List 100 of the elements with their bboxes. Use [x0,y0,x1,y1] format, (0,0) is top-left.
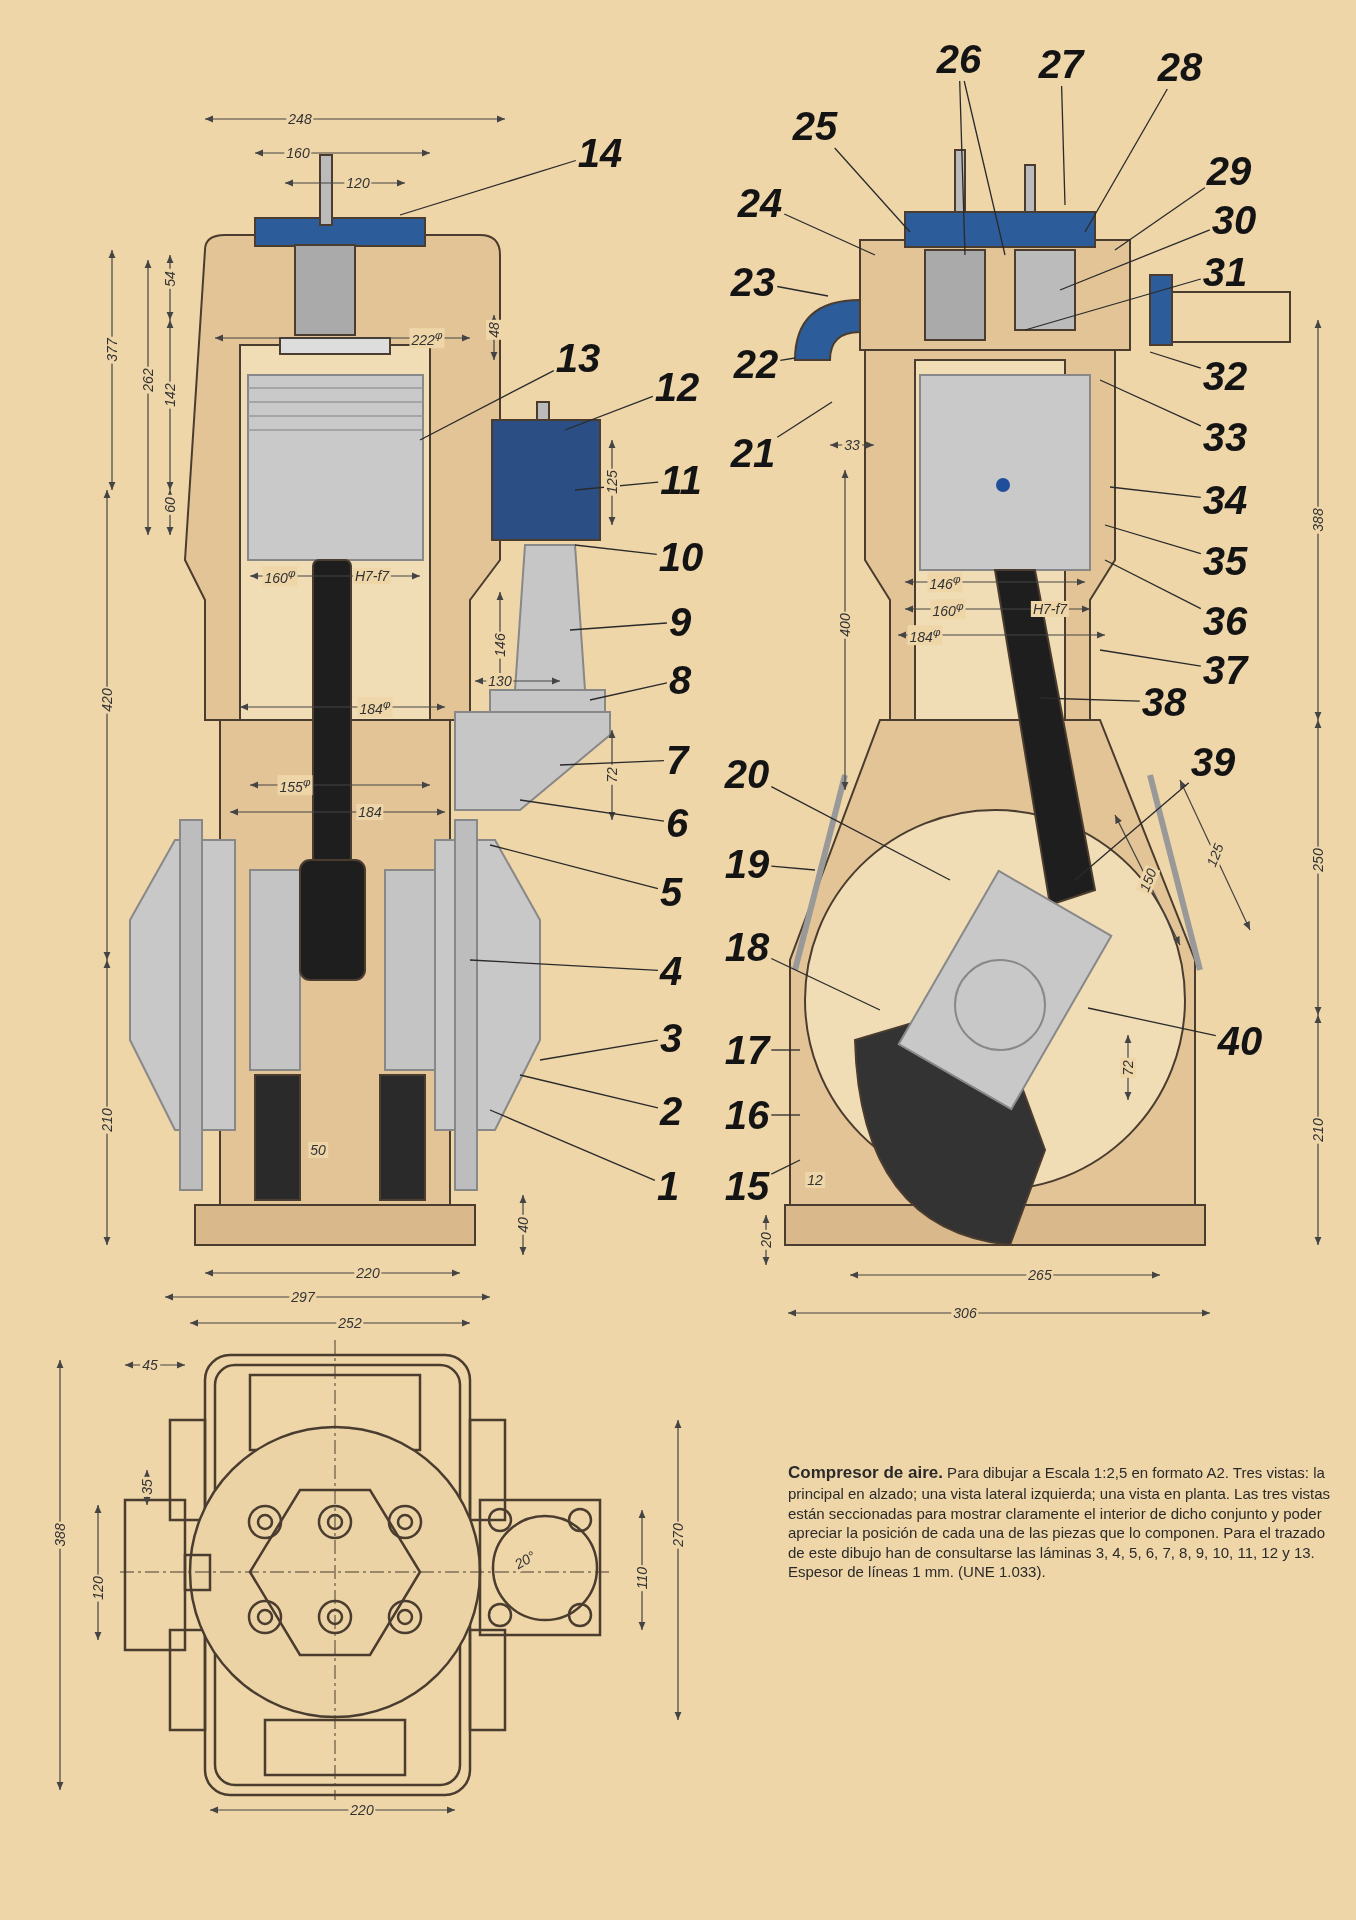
dimension-label: 252 [336,1315,364,1331]
leader-line [770,1114,801,1116]
callout-number: 19 [724,844,770,884]
callout-number: 5 [659,872,683,912]
dimension-label: 184 [356,804,384,820]
callout-number: 13 [555,338,601,378]
dimension-label: 270 [670,1521,686,1549]
callout-number: 3 [659,1018,683,1058]
callout-number: 40 [1217,1021,1263,1061]
leader-line [1109,486,1202,498]
leader-line [1039,697,1141,702]
callout-number: 34 [1202,480,1248,520]
leader-line [963,80,1006,256]
dimension-label: 48 [486,320,502,340]
callout-number: 28 [1157,47,1203,87]
dimension-label: 262 [140,366,156,394]
dimension-label: 250 [1310,846,1326,874]
dimension-label: 184$^{φ}$ [357,697,393,717]
leader-line [770,786,951,881]
leader-line [770,957,881,1011]
callout-number: 6 [665,803,689,843]
callout-number: 8 [668,660,692,700]
dimension-label: 54 [162,269,178,289]
caption-text: Compresor de aire. Para dibujar a Escala 1:2,5 en formato A2. Tres vistas: la principal en alzado; una vista lateral izquierda; una vista en planta. Las tres vistas están seccionadas para mostrar claramente el interior de dicho conjunto y poder apreciar la posición de cada una de las piezas que lo componen. Para el trazado de este dibujo han de consultarse las láminas 3, 4, 5, 6, 7, 8, 9, 10, 11, 12 y 13. Espesor de líneas 1 mm. (UNE 1.033). [788,1462,1331,1582]
callout-number: 10 [658,537,704,577]
leader-line [399,159,577,216]
dimension-label: 210 [99,1106,115,1134]
dimension-label: H7-f7 [352,568,392,584]
callout-number: 2 [659,1091,683,1131]
dimension-label: 125 [604,468,620,496]
leader-line [770,865,816,871]
leader-line [1104,559,1202,610]
callout-number: 30 [1211,200,1257,240]
leader-line [419,369,555,441]
callout-number: 17 [724,1030,770,1070]
dimension-label: 248 [286,111,314,127]
dimension-label: 72 [1120,1058,1136,1078]
leader-line [776,285,829,297]
dimension-label: 110 [634,1564,650,1592]
leader-line [559,759,665,766]
dimension-label: 222$^{φ}$ [409,328,445,348]
dimension-label: 146 [492,631,508,659]
leader-line [770,1159,801,1175]
leader-line [1087,1007,1217,1037]
dimension-label: 20 [758,1230,774,1250]
callout-number: 25 [792,106,838,146]
leader-line [779,357,796,361]
dimension-label: 33 [842,437,862,453]
callout-number: 4 [659,951,683,991]
leader-line [959,80,966,256]
dimension-label: 160$^{φ}$ [262,566,298,586]
callout-number: 21 [730,433,776,473]
leader-line [834,147,911,233]
dimension-label: 35 [139,1477,155,1497]
callout-number: 20 [724,754,770,794]
dimension-label: 120 [90,1574,106,1602]
callout-number: 26 [936,39,982,79]
leader-line [1149,351,1202,369]
callout-number: 33 [1202,417,1248,457]
dimension-label: 72 [604,765,620,785]
leader-line [564,395,654,431]
callout-number: 38 [1141,682,1187,722]
callout-number: 18 [724,927,770,967]
dimension-label: 306 [951,1305,979,1321]
leader-line [469,959,659,971]
callout-number: 24 [737,183,783,223]
dimension-label: 50 [308,1142,328,1158]
dimension-label: 377 [104,336,120,364]
callout-number: 27 [1038,44,1084,84]
leader-line [1114,187,1206,251]
dimension-label: 220 [354,1265,382,1281]
leader-line [519,799,665,822]
leader-line [1099,379,1202,427]
dimension-label: 160 [284,145,312,161]
leader-line [519,1074,659,1109]
callout-number: 14 [577,133,623,173]
callout-number: 23 [730,262,776,302]
callout-number: 12 [654,367,700,407]
dimension-label: 400 [837,611,853,639]
dimension-label: 160$^{φ}$ [930,599,966,619]
callout-number: 31 [1202,252,1248,292]
dimension-label: 146$^{φ}$ [927,572,963,592]
callout-number: 22 [733,344,779,384]
leader-line [770,1049,801,1051]
dimension-label: 420 [99,686,115,714]
dimension-label: 184$^{φ}$ [907,625,943,645]
callout-number: 1 [656,1166,680,1206]
dimension-label: 60 [162,495,178,515]
dimension-label: 210 [1310,1116,1326,1144]
dimension-label: 130 [486,673,514,689]
leader-line [776,401,833,438]
dimension-label: 220 [348,1802,376,1818]
dimension-label: 388 [1310,506,1326,534]
leader-line [589,682,668,701]
dimension-label: 265 [1026,1267,1054,1283]
callout-number: 7 [665,740,689,780]
dimension-label: 12 [805,1172,825,1188]
callout-number: 37 [1202,650,1248,690]
leader-line [574,544,658,555]
leader-line [489,844,659,890]
